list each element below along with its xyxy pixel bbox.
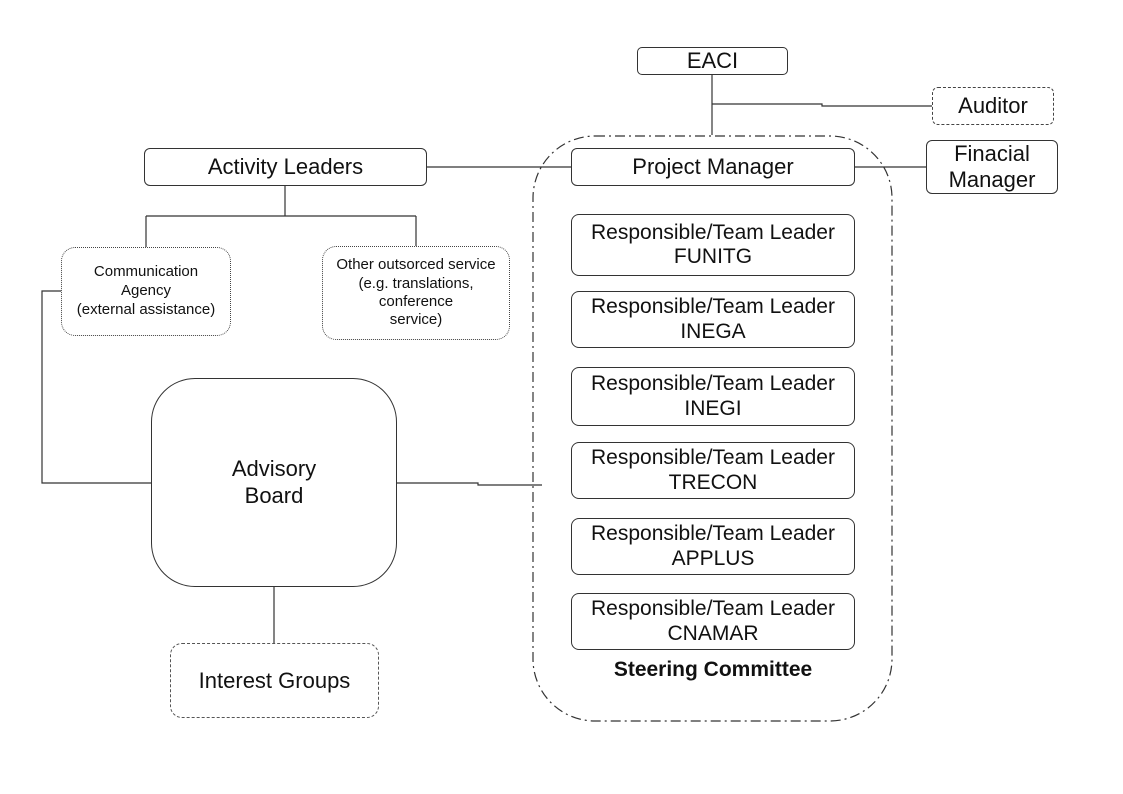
interest-groups-box: Interest Groups: [170, 643, 379, 718]
financial-manager-line1: Finacial: [954, 140, 1030, 166]
communication-agency-line1: Communication: [93, 263, 199, 281]
member-role: Responsible/Team Leader: [591, 295, 835, 319]
eaci-label: EACI: [686, 48, 739, 74]
advisory-board-box: Advisory Board: [151, 378, 397, 587]
member-org: CNAMAR: [667, 621, 759, 645]
other-service-line1: Other outsorced service: [336, 256, 496, 274]
advisory-board-line1: Advisory: [231, 456, 317, 482]
communication-agency-box: Communication Agency (external assistanc…: [61, 247, 231, 336]
auditor-box: Auditor: [932, 87, 1054, 125]
eaci-to-auditor-line: [712, 103, 932, 107]
committee-member-inega: Responsible/Team Leader INEGA: [571, 291, 855, 348]
financial-manager-box: Finacial Manager: [926, 140, 1058, 194]
activity-leaders-box: Activity Leaders: [144, 148, 427, 186]
activity-leaders-label: Activity Leaders: [207, 154, 364, 180]
communication-agency-line2: Agency: [120, 282, 172, 300]
communication-to-advisory-line: [41, 290, 151, 484]
committee-member-applus: Responsible/Team Leader APPLUS: [571, 518, 855, 575]
financial-manager-line2: Manager: [948, 167, 1036, 192]
committee-member-funitg: Responsible/Team Leader FUNITG: [571, 214, 855, 276]
committee-member-trecon: Responsible/Team Leader TRECON: [571, 442, 855, 499]
steering-committee-frame: [532, 135, 893, 722]
communication-agency-line3: (external assistance): [76, 300, 216, 318]
member-role: Responsible/Team Leader: [591, 220, 835, 244]
member-org: APPLUS: [671, 546, 755, 570]
other-service-line2: (e.g. translations,: [358, 274, 474, 292]
interest-groups-label: Interest Groups: [198, 667, 351, 693]
other-service-box: Other outsorced service (e.g. translatio…: [322, 246, 510, 340]
member-org: INEGI: [684, 396, 742, 420]
project-manager-box: Project Manager: [571, 148, 855, 186]
member-org: FUNITG: [673, 245, 753, 268]
advisory-to-committee-line: [397, 482, 542, 486]
advisory-board-line2: Board: [244, 482, 304, 508]
member-role: Responsible/Team Leader: [591, 372, 835, 396]
committee-member-inegi: Responsible/Team Leader INEGI: [571, 367, 855, 426]
member-org: TRECON: [668, 470, 758, 494]
committee-member-cnamar: Responsible/Team Leader CNAMAR: [571, 593, 855, 650]
steering-committee-title: Steering Committee: [613, 658, 813, 681]
member-org: INEGA: [680, 319, 746, 343]
auditor-label: Auditor: [958, 93, 1028, 119]
member-role: Responsible/Team Leader: [591, 522, 835, 546]
other-service-line4: service): [389, 311, 443, 329]
member-role: Responsible/Team Leader: [591, 597, 835, 621]
eaci-box: EACI: [637, 47, 788, 75]
project-manager-label: Project Manager: [632, 154, 794, 180]
member-role: Responsible/Team Leader: [591, 446, 835, 470]
other-service-line3: conference: [378, 293, 454, 310]
